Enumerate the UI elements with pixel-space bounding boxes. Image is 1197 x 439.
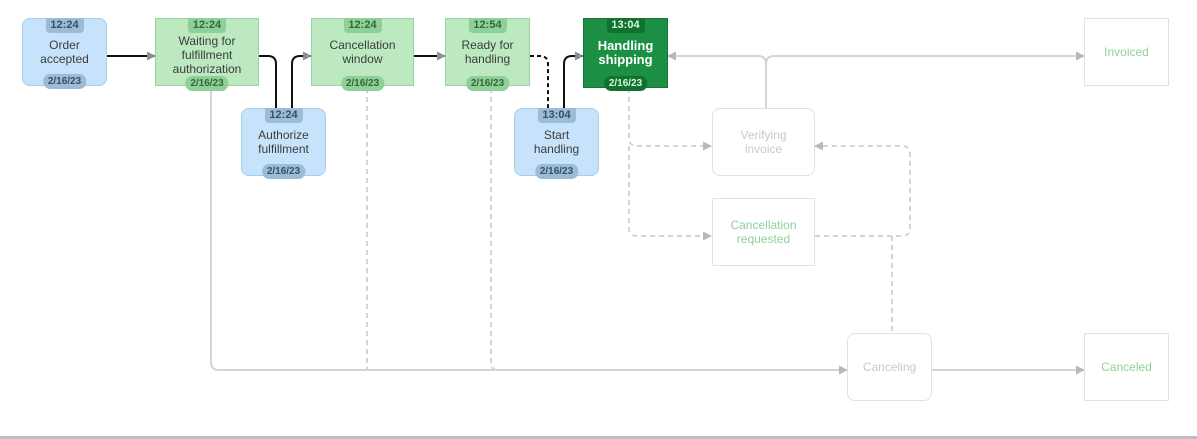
node-canceling[interactable]: Canceling bbox=[847, 333, 932, 401]
node-authorize-fulfillment[interactable]: 12:24 Authorize fulfillment 2/16/23 bbox=[241, 108, 326, 179]
node-date-badge: 2/16/23 bbox=[185, 76, 229, 91]
node-time-badge: 12:24 bbox=[187, 18, 227, 33]
bottom-divider bbox=[0, 436, 1197, 439]
node-cancellation-window[interactable]: 12:24 Cancellation window 2/16/23 bbox=[311, 18, 414, 91]
node-date-badge: 2/16/23 bbox=[340, 76, 385, 91]
node-order-accepted[interactable]: 12:24 Order accepted 2/16/23 bbox=[22, 18, 107, 89]
node-label: Authorize fulfillment bbox=[258, 128, 309, 156]
node-ready-for-handling[interactable]: 12:54 Ready for handling 2/16/23 bbox=[445, 18, 530, 91]
node-label: Canceled bbox=[1101, 360, 1152, 374]
node-label: Canceling bbox=[862, 360, 917, 374]
node-time-badge: 12:24 bbox=[264, 108, 303, 123]
edge-ready-to-start-handling bbox=[530, 55, 549, 108]
node-time-badge: 13:04 bbox=[537, 108, 576, 123]
edge-start-handling-to-shipping bbox=[563, 51, 584, 108]
edge-shipping-to-verifying bbox=[628, 88, 712, 151]
node-date-badge: 2/16/23 bbox=[534, 164, 579, 179]
node-date-badge: 2/16/23 bbox=[603, 76, 648, 91]
node-time-badge: 13:04 bbox=[606, 18, 645, 33]
node-label: Ready for handling bbox=[461, 38, 514, 66]
node-label: Order accepted bbox=[40, 38, 89, 66]
node-label: Start handling bbox=[533, 128, 580, 156]
edge-waiting-to-authorize bbox=[259, 55, 277, 108]
edge-shipping-to-cancellation-requested bbox=[628, 146, 712, 241]
edge-verifying-to-shipping bbox=[667, 51, 767, 65]
node-time-badge: 12:54 bbox=[468, 18, 507, 33]
node-time-badge: 12:24 bbox=[343, 18, 382, 33]
node-date-badge: 2/16/23 bbox=[261, 164, 306, 179]
node-label: Waiting for fulfillment authorization bbox=[172, 34, 242, 76]
node-cancellation-requested[interactable]: Cancellation requested bbox=[712, 198, 815, 266]
node-handling-shipping[interactable]: 13:04 Handling shipping 2/16/23 bbox=[583, 18, 668, 91]
node-label: Cancellation requested bbox=[730, 218, 797, 246]
node-date-badge: 2/16/23 bbox=[42, 74, 87, 89]
node-time-badge: 12:24 bbox=[45, 18, 84, 33]
node-waiting-for-fulfillment-authorization[interactable]: 12:24 Waiting for fulfillment authorizat… bbox=[155, 18, 259, 91]
node-label: Cancellation window bbox=[329, 38, 396, 66]
node-invoiced[interactable]: Invoiced bbox=[1084, 18, 1169, 86]
node-date-badge: 2/16/23 bbox=[465, 76, 510, 91]
node-verifying-invoice[interactable]: Verifying invoice bbox=[712, 108, 815, 176]
node-canceled[interactable]: Canceled bbox=[1084, 333, 1169, 401]
edge-authorize-to-cancellation-window bbox=[291, 51, 312, 108]
edge-verifying-to-invoiced bbox=[765, 51, 1085, 108]
edge-waiting-to-canceling bbox=[210, 86, 848, 375]
edge-cancellation-requested-to-verifying bbox=[814, 141, 911, 237]
node-label: Invoiced bbox=[1104, 45, 1149, 59]
node-start-handling[interactable]: 13:04 Start handling 2/16/23 bbox=[514, 108, 599, 179]
node-label: Handling shipping bbox=[597, 38, 654, 67]
node-label: Verifying invoice bbox=[740, 128, 787, 156]
edge-ready-to-canceling bbox=[490, 88, 500, 371]
